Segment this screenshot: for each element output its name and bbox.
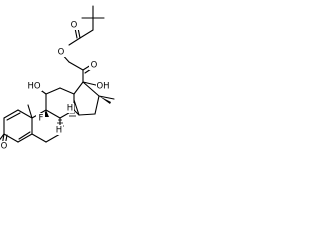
ring-d [73, 81, 115, 116]
c8-hydrogen-label: H [56, 126, 62, 136]
tert-butyl-group [79, 5, 105, 39]
atom-labels: O O O OH HO F H H O [0, 20, 111, 152]
ring-b [27, 104, 61, 143]
c14-hydrogen-label: H [67, 104, 73, 114]
c3-ketone-oxygen-label: O [1, 142, 8, 152]
c11-hydroxyl-label: HO [27, 82, 40, 92]
ketone-oxygen-label: O [91, 61, 98, 71]
ring-a [0, 109, 33, 143]
steroid-structure-drawing: O O O OH HO F H H O [0, 5, 115, 152]
stereo-bonds [43, 96, 111, 127]
ester-carbonyl-oxygen-label: O [71, 21, 78, 31]
structure-diagram: O O O OH HO F H H O [0, 0, 161, 182]
fluorine-label: F [39, 114, 44, 124]
ester-oxygen-label: O [58, 48, 65, 58]
c17-hydroxyl-label: OH [96, 82, 109, 92]
